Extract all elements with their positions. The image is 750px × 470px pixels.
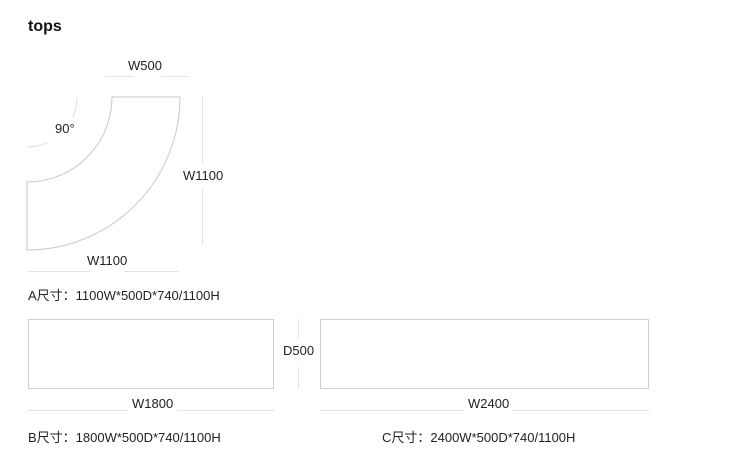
page-title: tops <box>28 18 62 35</box>
dim-label-d500: D500 <box>283 343 315 358</box>
dim-line-w1800-right <box>177 410 274 411</box>
dim-line-a-right-upper <box>202 96 203 163</box>
dim-line-a-bottom-left <box>28 271 90 272</box>
dim-line-w500-right <box>161 76 188 77</box>
piece-b-outline <box>28 319 274 389</box>
dim-line-a-bottom-right <box>124 271 179 272</box>
dim-label-a-bottom-w1100: W1100 <box>87 253 128 268</box>
dim-line-w2400-right <box>512 410 649 411</box>
angle-arc-lower-segment <box>26 142 48 148</box>
piece-c-outline <box>320 319 649 389</box>
angle-90-label: 90° <box>55 121 75 136</box>
dim-label-w2400: W2400 <box>468 396 510 411</box>
piece-a-caption: A尺寸：1100W*500D*740/1100H <box>28 288 220 303</box>
dim-line-d500-upper <box>298 319 299 338</box>
dim-label-a-right-w1100: W1100 <box>183 168 224 183</box>
dim-line-w500-left <box>105 76 133 77</box>
angle-arc-upper-segment <box>72 96 78 118</box>
piece-b-caption: B尺寸：1800W*500D*740/1100H <box>28 430 221 445</box>
piece-c-caption: C尺寸：2400W*500D*740/1100H <box>382 430 576 445</box>
dim-line-d500-lower <box>298 367 299 389</box>
dim-label-w500: W500 <box>128 58 162 73</box>
piece-a-outline <box>26 96 181 251</box>
dim-line-a-right-lower <box>202 189 203 245</box>
dim-line-w2400-left <box>320 410 464 411</box>
dim-label-w1800: W1800 <box>132 396 174 411</box>
piece-a-drawing <box>26 96 181 251</box>
dim-line-w1800-left <box>28 410 128 411</box>
